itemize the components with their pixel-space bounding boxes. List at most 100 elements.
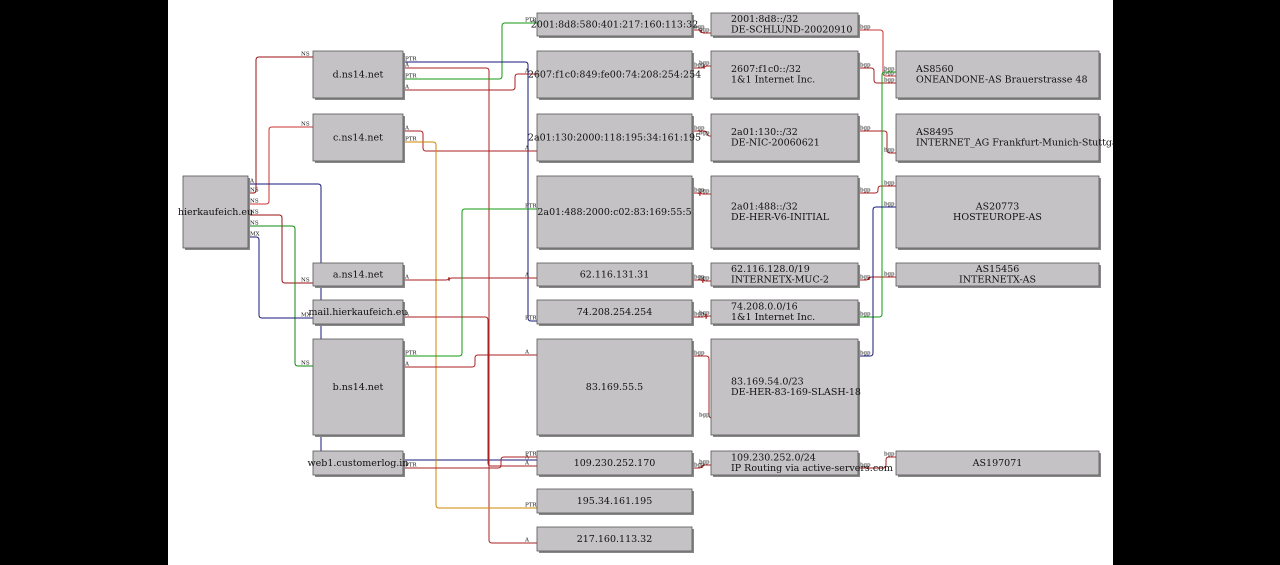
edge-label-src: PTR <box>405 137 417 143</box>
node-label: AS15456 <box>975 264 1020 275</box>
edge-label-src: bgp <box>694 275 705 281</box>
node-box <box>895 113 1100 162</box>
edge-label-dst: bgp <box>699 311 710 317</box>
edge-line <box>403 456 537 469</box>
node-box <box>710 175 859 249</box>
node-box <box>536 175 693 249</box>
node-label: AS197071 <box>972 458 1023 469</box>
node-box <box>536 526 693 552</box>
edge-line <box>692 313 711 320</box>
edge-label-dst: MX <box>301 313 311 319</box>
edge-mail-ip4d: AA <box>403 312 537 467</box>
edge-line <box>858 67 896 84</box>
node-pfx6: 74.208.0.0/161&1 Internet Inc. <box>710 299 860 326</box>
node-ip4a: 62.116.131.31 <box>536 262 694 288</box>
edge-label-dst: bgp <box>884 71 895 77</box>
edge-line <box>692 355 713 419</box>
edge-line <box>858 276 896 281</box>
node-label: 2001:8d8::/32 <box>731 14 798 25</box>
node-label: 2a01:488::/32 <box>731 202 798 213</box>
edge-line <box>692 464 711 469</box>
node-label: 109.230.252.170 <box>574 458 656 469</box>
edge-label-dst: PTR <box>525 316 537 322</box>
edge-label-src: MX <box>250 232 260 238</box>
edge-bns14-ip4c: AA <box>403 350 537 368</box>
edge-line <box>692 64 711 70</box>
edge-line <box>403 208 537 357</box>
node-box <box>710 299 859 325</box>
node-label: 74.208.0.0/16 <box>731 302 798 313</box>
edge-label-src: PTR <box>405 351 417 357</box>
edge-line <box>858 29 896 77</box>
edge-label-dst: A <box>524 69 530 75</box>
node-ip4e: 195.34.161.195 <box>536 488 694 515</box>
edge-line <box>858 185 896 194</box>
edge-line <box>692 277 711 284</box>
edge-line <box>248 214 313 284</box>
edge-label-src: bgp <box>860 25 871 31</box>
node-box <box>536 12 693 37</box>
node-label: hierkaufeich.eu <box>178 207 253 218</box>
edge-label-src: A <box>404 85 410 91</box>
node-box <box>312 338 404 436</box>
node-box <box>312 113 404 162</box>
edge-line <box>692 29 711 34</box>
node-label: 195.34.161.195 <box>577 496 653 507</box>
edge-label-dst: bgp <box>884 272 895 278</box>
edge-label-dst: bgp <box>699 189 710 195</box>
edge-dns14-ip4b: PTR PTR <box>403 57 537 322</box>
node-hier: hierkaufeich.eu <box>178 175 253 250</box>
node-label: AS8495 <box>915 127 954 138</box>
edge-label-src: bgp <box>694 351 705 357</box>
node-label: mail.hierkaufeich.eu <box>308 307 407 318</box>
edge-label-dst: bgp <box>699 276 710 282</box>
edge-label-dst: NS <box>301 361 310 367</box>
edge-hier-mail: MX MX <box>248 232 313 319</box>
edge-label-src: bgp <box>860 126 871 132</box>
edge-line <box>403 67 537 544</box>
node-label: INTERNET_AG Frankfurt-Munich-Stuttgart-A <box>916 138 1113 149</box>
node-ip6a: 2001:8d8:580:401:217:160:113:32 <box>531 12 699 38</box>
node-box <box>710 338 859 436</box>
node-ip4c: 83.169.55.5 <box>536 338 694 437</box>
node-label: AS20773 <box>975 202 1020 213</box>
edge-label-dst: bgp <box>699 131 710 137</box>
edge-label-dst: PTR <box>525 503 537 509</box>
edge-line <box>403 316 537 467</box>
node-label: 2001:8d8:580:401:217:160:113:32 <box>531 19 699 30</box>
edge-line <box>403 130 537 152</box>
edge-line <box>858 130 896 154</box>
edge-label-dst: bgp <box>884 202 895 208</box>
node-bns14: b.ns14.net <box>312 338 405 437</box>
edge-line <box>692 190 711 197</box>
edge-label-dst: bgp <box>699 28 710 34</box>
node-label: 74.208.254.254 <box>577 307 653 318</box>
edge-label-dst: NS <box>301 278 310 284</box>
node-box <box>312 299 404 325</box>
node-box <box>312 450 404 476</box>
edge-bns14-ip6d: PTR PTR <box>403 204 537 357</box>
edge-label-src: A <box>404 312 410 318</box>
edge-line <box>858 206 896 357</box>
edge-line <box>858 71 896 318</box>
node-mail: mail.hierkaufeich.eu <box>308 299 408 326</box>
edge-line <box>248 126 313 205</box>
node-as5: AS197071 <box>895 450 1101 477</box>
edge-label-src: PTR <box>405 74 417 80</box>
node-box <box>536 50 693 99</box>
edge-label-src: bgp <box>860 312 871 318</box>
node-box <box>895 262 1100 287</box>
node-label: 1&1 Internet Inc. <box>731 312 815 323</box>
